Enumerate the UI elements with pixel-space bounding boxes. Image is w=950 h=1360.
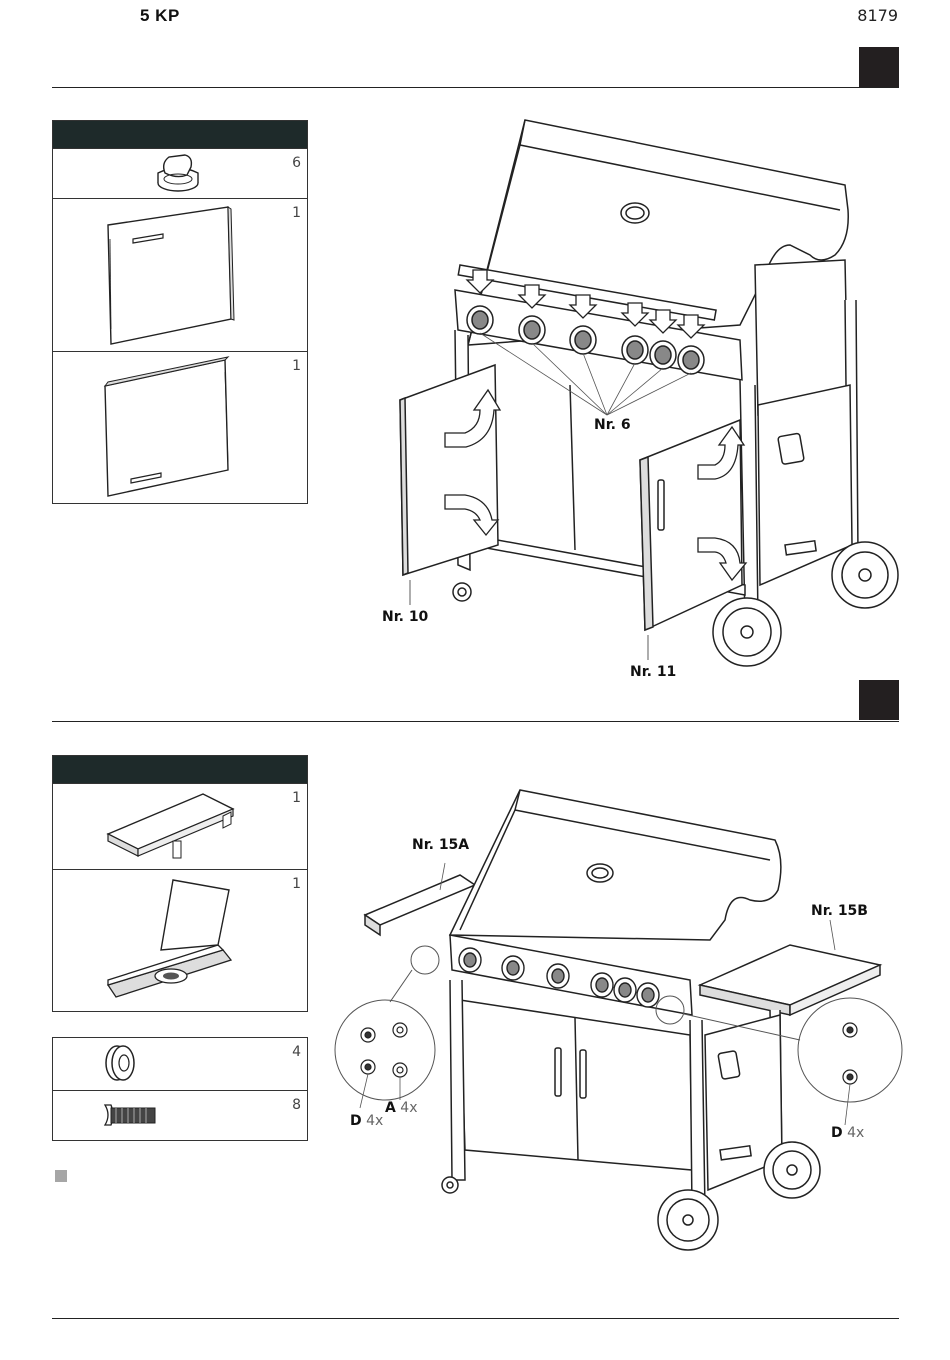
step-marker-1: [859, 47, 899, 87]
screw-letter: D: [350, 1113, 362, 1129]
part-row-right-door: 1: [53, 351, 307, 504]
label-left-door: Nr. 10: [382, 609, 428, 625]
label-left-shelf: Nr. 15A: [412, 837, 469, 853]
model-title: 5 KP: [140, 6, 180, 26]
control-knob-icon: [53, 149, 307, 199]
washer-letter: A: [385, 1100, 396, 1116]
part-qty: 1: [292, 790, 301, 806]
bottom-divider: [52, 1318, 899, 1319]
washer-icon: [53, 1038, 307, 1090]
label-right-shelf: Nr. 15B: [811, 903, 868, 919]
part-row-side-burner: 1: [53, 869, 307, 1011]
step-marker-2: [859, 680, 899, 720]
screw-letter-right: D: [831, 1125, 843, 1141]
part-row-left-door: 1: [53, 198, 307, 351]
washer-callout: A 4x: [385, 1100, 418, 1116]
screw-icon: [53, 1091, 307, 1143]
hardware-row-washer: 4: [53, 1038, 307, 1090]
parts-table-header: [53, 121, 307, 148]
side-burner-icon: [53, 870, 307, 1012]
middle-divider: [52, 721, 899, 722]
part-qty: 1: [292, 358, 301, 374]
hardware-qty: 4: [292, 1044, 301, 1060]
part-row-shelf: 1: [53, 783, 307, 869]
screw-callout-left: D 4x: [350, 1113, 383, 1129]
parts-table-header: [53, 756, 307, 783]
door-panel-handle-top-icon: [53, 199, 307, 352]
label-right-door: Nr. 11: [630, 664, 676, 680]
document-number: 8179: [857, 6, 898, 25]
hardware-qty: 8: [292, 1097, 301, 1113]
screw-callout-right: D 4x: [831, 1125, 864, 1141]
door-panel-handle-bottom-icon: [53, 352, 307, 505]
part-row-knob: 6: [53, 148, 307, 198]
part-qty: 6: [292, 155, 301, 171]
parts-table-step2: 1 1: [52, 755, 308, 1012]
side-shelf-icon: [53, 784, 307, 870]
part-qty: 1: [292, 205, 301, 221]
grill-door-assembly-diagram: [370, 115, 910, 685]
washer-count: 4x: [400, 1100, 417, 1116]
parts-table-step1: 6 1 1: [52, 120, 308, 504]
top-divider: [52, 87, 899, 88]
screw-count-right: 4x: [847, 1125, 864, 1141]
note-bullet: [55, 1170, 67, 1182]
label-knob: Nr. 6: [594, 417, 631, 433]
part-qty: 1: [292, 876, 301, 892]
hardware-table: 4 8: [52, 1037, 308, 1141]
hardware-row-screw: 8: [53, 1090, 307, 1142]
screw-count: 4x: [366, 1113, 383, 1129]
